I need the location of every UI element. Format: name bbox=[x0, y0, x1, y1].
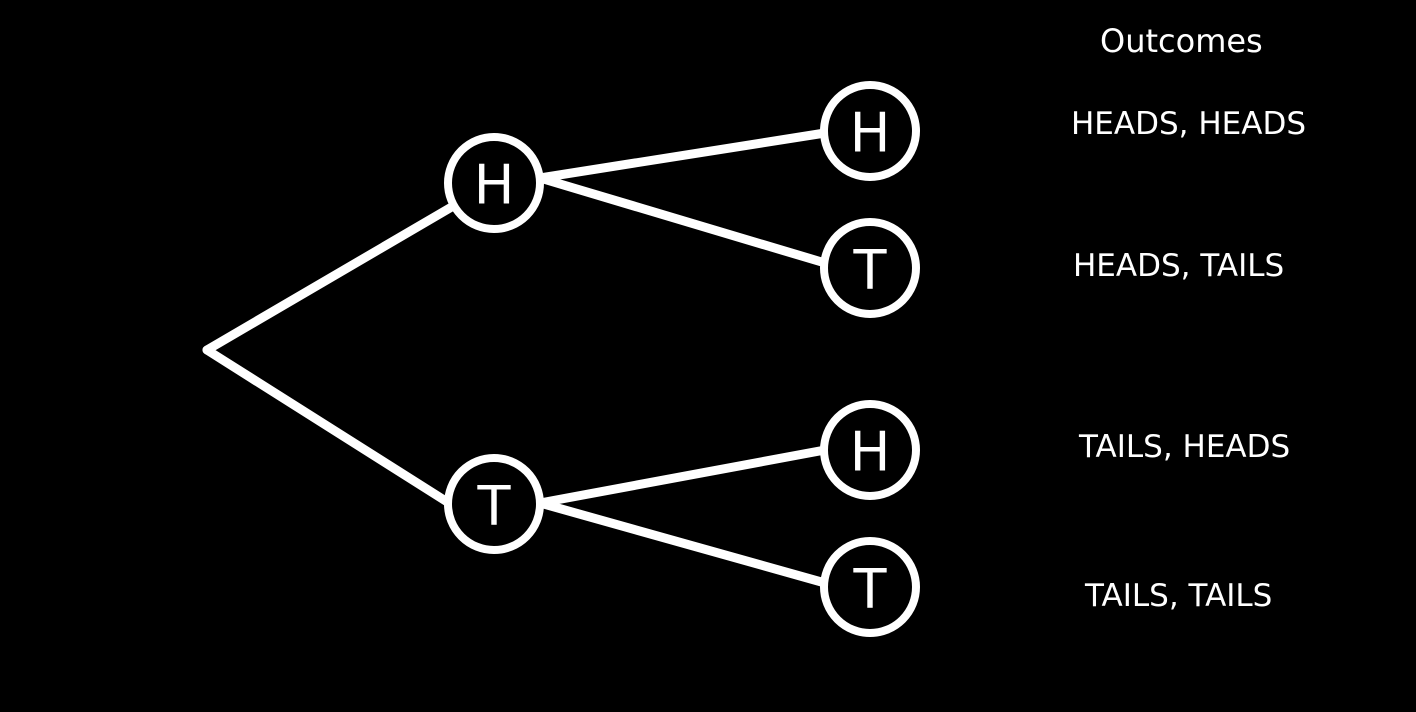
branch-h-h bbox=[535, 128, 830, 183]
outcome-tt: TAILS, TAILS bbox=[1085, 578, 1273, 614]
outcome-th: TAILS, HEADS bbox=[1079, 429, 1291, 465]
node-tt-label: T bbox=[853, 558, 888, 621]
node-first-h bbox=[444, 133, 544, 233]
branch-h-t bbox=[535, 173, 830, 268]
node-hh-label: H bbox=[850, 102, 891, 165]
branch-t-t bbox=[535, 498, 830, 588]
node-ht-label: T bbox=[853, 239, 888, 302]
branch-root-t bbox=[202, 345, 457, 510]
outcomes-title: Outcomes bbox=[1100, 22, 1263, 60]
node-ht bbox=[820, 218, 920, 318]
node-first-h-label: H bbox=[474, 154, 515, 217]
node-tt bbox=[820, 537, 920, 637]
branch-root-h bbox=[202, 200, 460, 355]
node-th-label: H bbox=[850, 421, 891, 484]
node-th bbox=[820, 400, 920, 500]
branch-t-h bbox=[535, 445, 830, 508]
node-first-t-label: T bbox=[477, 475, 512, 538]
node-first-t bbox=[444, 454, 544, 554]
outcome-ht: HEADS, TAILS bbox=[1073, 248, 1285, 284]
node-hh bbox=[820, 81, 920, 181]
outcome-hh: HEADS, HEADS bbox=[1071, 106, 1307, 142]
